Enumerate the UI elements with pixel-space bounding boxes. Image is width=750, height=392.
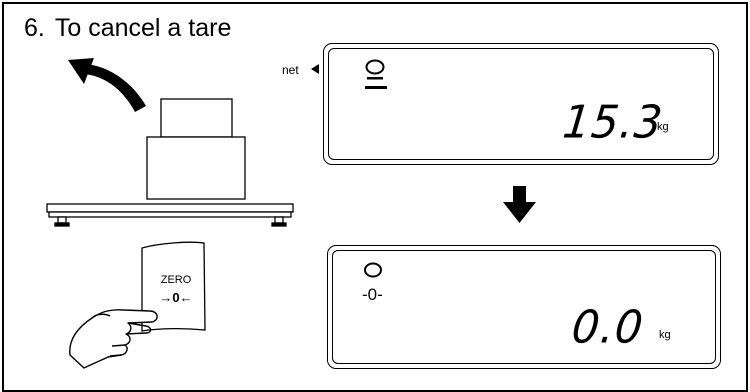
net-label: net bbox=[282, 63, 299, 77]
step-text: To cancel a tare bbox=[54, 14, 232, 42]
stable-circle-icon-after bbox=[364, 262, 382, 278]
display-after bbox=[327, 245, 721, 369]
unit-kg-after: kg bbox=[659, 329, 671, 341]
svg-text:→0←: →0← bbox=[159, 290, 192, 305]
package-icon bbox=[146, 98, 246, 200]
svg-text:ZERO: ZERO bbox=[161, 274, 192, 286]
illustration: ZERO →0← bbox=[46, 58, 536, 369]
scale-platform-icon bbox=[46, 203, 294, 227]
zero-key-icon: ZERO →0← bbox=[141, 241, 206, 332]
display-before bbox=[323, 43, 719, 165]
zero-indicator: -0- bbox=[362, 285, 383, 304]
net-indicator-icon bbox=[311, 64, 319, 74]
unit-kg-before: kg bbox=[657, 121, 669, 133]
remove-arrow-icon bbox=[68, 58, 146, 112]
stable-circle-icon bbox=[365, 59, 387, 89]
weight-reading-before: 15.3 bbox=[560, 96, 666, 150]
arrow-down-icon bbox=[503, 186, 536, 223]
step-title: 6. To cancel a tare bbox=[24, 14, 231, 43]
step-number: 6. bbox=[24, 14, 45, 42]
weight-reading-after: 0.0 bbox=[569, 301, 647, 355]
hand-icon bbox=[69, 309, 158, 369]
